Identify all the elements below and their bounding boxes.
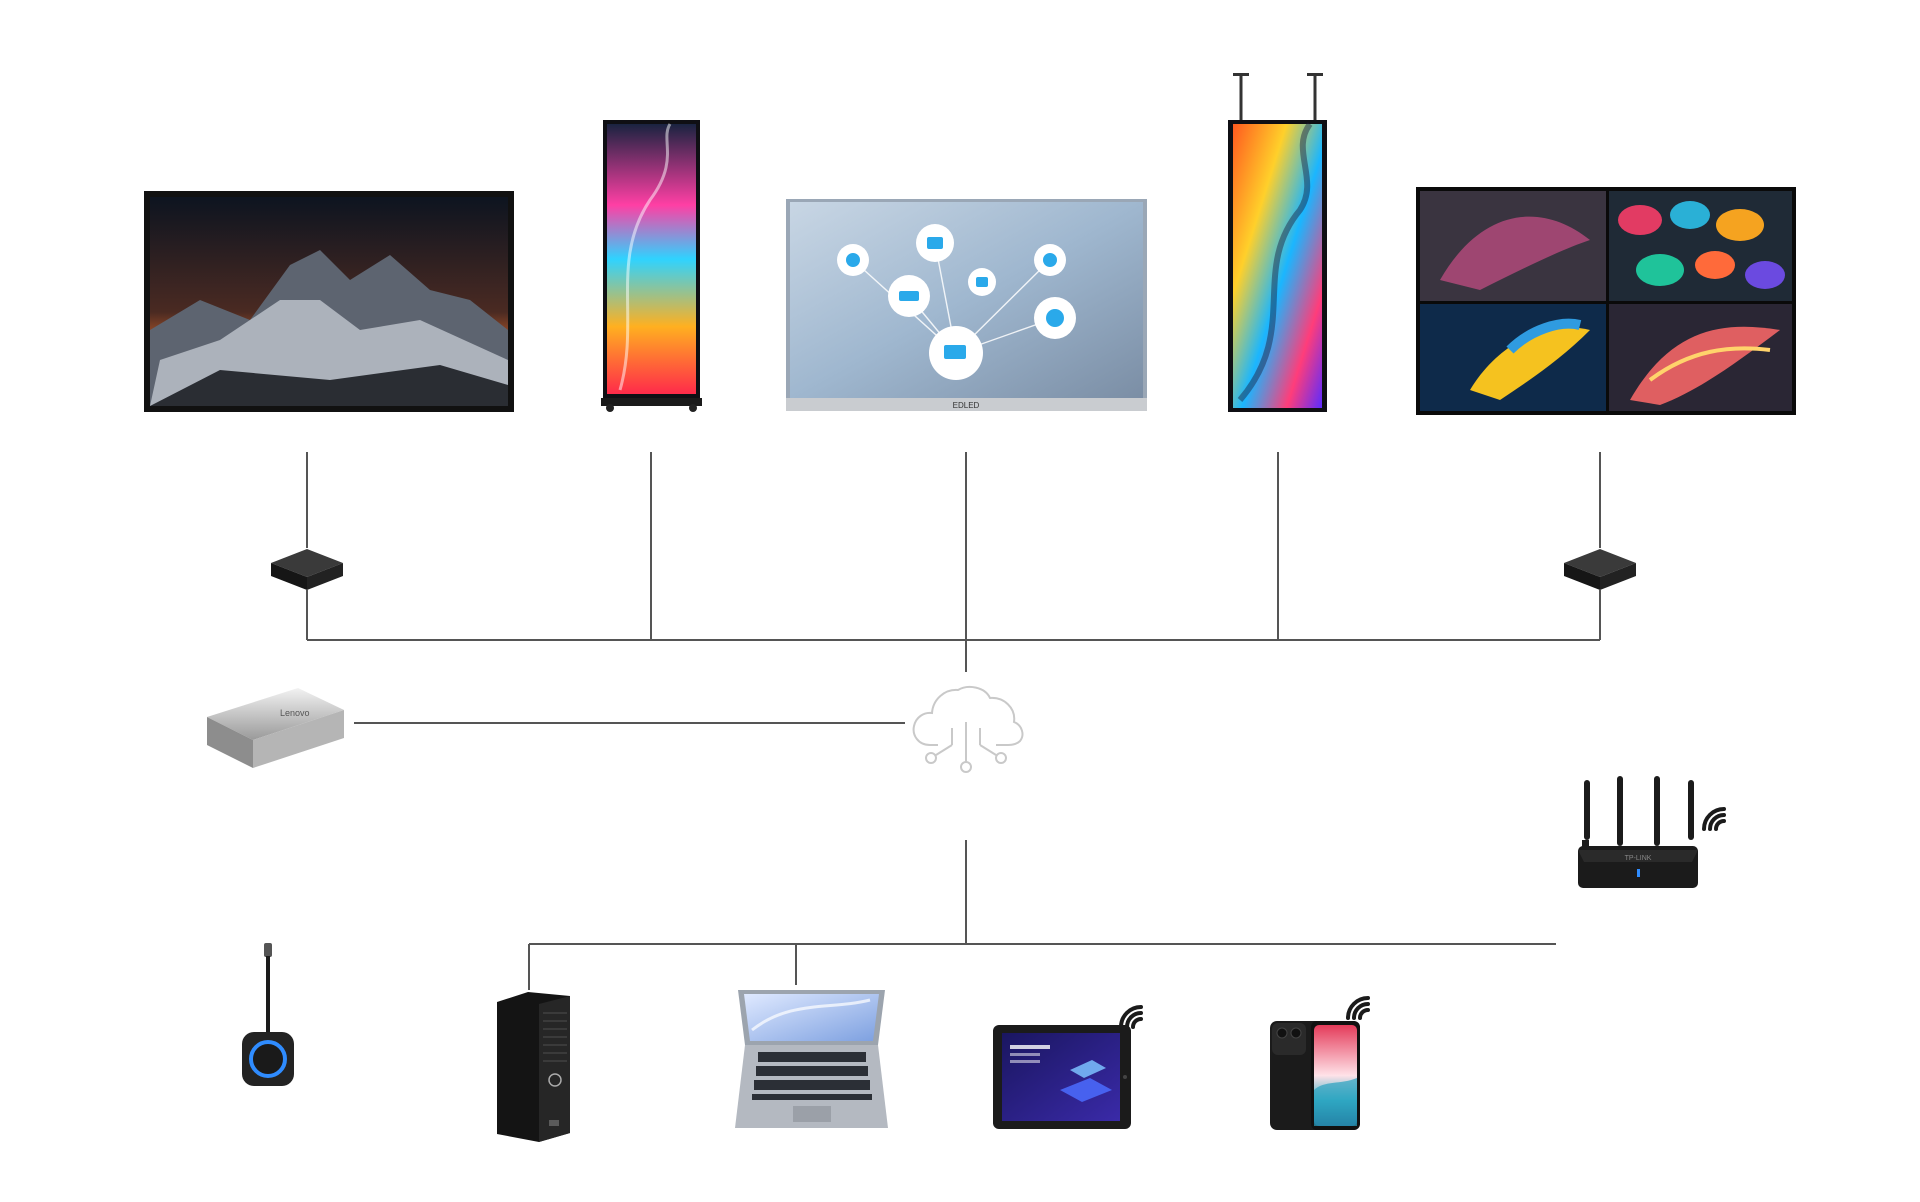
tablet-wifi-icon [1119,1005,1143,1029]
phone-icon [1270,1021,1360,1130]
media-player-left-icon [271,549,343,590]
tablet-icon [993,1025,1131,1129]
phone-wifi-icon [1346,996,1370,1020]
media-player-right-icon [1564,549,1636,590]
connection-lines [306,452,1601,990]
server-brand: Lenovo [280,708,310,718]
hanging-display-icon [1228,73,1327,412]
router-icon: TP-LINK [1578,776,1698,888]
laptop-icon [735,990,888,1128]
outdoor-display-icon [144,191,514,412]
desktop-pc-icon [497,992,570,1142]
router-brand: TP-LINK [1625,855,1652,862]
touch-display-icon: EDLED [786,199,1147,411]
router-wifi-icon [1702,807,1726,831]
wireless-screen-dongle-icon [242,943,294,1086]
touch-display-brand: EDLED [953,401,980,410]
server-icon: Lenovo [207,688,344,768]
videowall-display-icon [1416,187,1796,415]
poster-display-icon [601,120,702,412]
cloud-icon [912,685,1024,773]
